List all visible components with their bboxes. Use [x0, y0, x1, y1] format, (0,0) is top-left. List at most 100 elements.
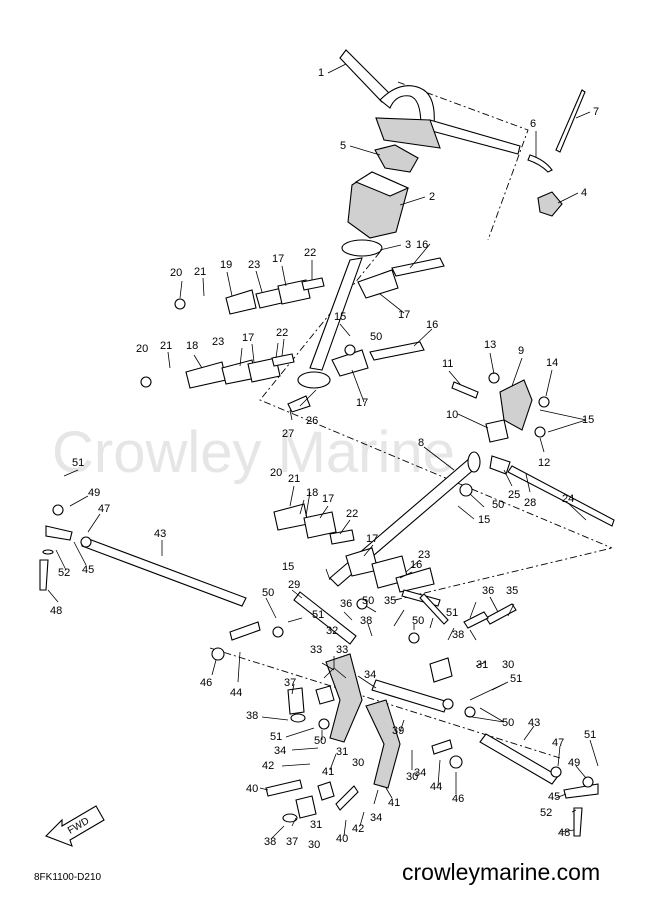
nut-20a[interactable] [174, 298, 186, 310]
bolt-35b[interactable] [485, 603, 517, 625]
nut-50d[interactable] [442, 698, 454, 710]
bolt-36a[interactable] [419, 593, 449, 625]
callout-16c: 16 [410, 559, 422, 571]
watermark: Crowley Marine [52, 420, 455, 485]
callout-34b: 34 [274, 745, 286, 757]
rod-44-right[interactable] [431, 739, 453, 755]
nut-50g[interactable] [344, 344, 356, 356]
upper-bolt-16a[interactable] [391, 257, 445, 277]
rod-43-right[interactable] [479, 733, 559, 785]
washer-38a[interactable] [290, 713, 306, 723]
lower-link-23c[interactable] [395, 567, 435, 593]
nut-50f[interactable] [318, 718, 330, 730]
arm-29[interactable] [293, 591, 357, 645]
mid-link-18[interactable] [185, 361, 227, 389]
callout-31c: 31 [310, 819, 322, 831]
rod-end-45-left[interactable] [45, 525, 73, 541]
nut-50e[interactable] [464, 706, 476, 718]
callout-9: 9 [518, 345, 524, 357]
bolt-48-right[interactable] [573, 807, 583, 837]
nut-47-right[interactable] [550, 766, 562, 778]
stud-26[interactable] [287, 395, 311, 413]
bolt-40a[interactable] [265, 779, 303, 797]
column-housing[interactable] [347, 171, 410, 239]
bolt-36b[interactable] [463, 611, 489, 629]
site-url[interactable]: crowleymarine.com [402, 859, 600, 885]
bolt-40b[interactable] [335, 785, 359, 811]
callout-20b: 20 [136, 343, 148, 355]
nut-46-left[interactable] [211, 647, 225, 661]
bushing-10[interactable] [485, 419, 509, 443]
nut-14[interactable] [538, 396, 550, 408]
callout-27: 27 [282, 428, 294, 440]
tiller-handle[interactable] [339, 49, 521, 155]
nut-50c[interactable] [408, 632, 420, 644]
washer-38b[interactable] [282, 813, 298, 823]
rod-24[interactable] [507, 465, 615, 527]
callout-45b: 45 [548, 791, 560, 803]
side-bracket[interactable] [537, 191, 563, 217]
lever-right-arm[interactable] [365, 699, 401, 789]
bushing-39[interactable] [429, 657, 453, 683]
mid-link-17d[interactable] [247, 357, 281, 383]
upper-link-19[interactable] [225, 289, 257, 315]
long-stud[interactable] [555, 89, 586, 153]
callout-50e: 50 [412, 615, 424, 627]
callout-39: 39 [392, 725, 404, 737]
washer-52-left[interactable] [42, 549, 54, 555]
cap-49-right[interactable] [582, 776, 594, 788]
bolt-11[interactable] [451, 381, 479, 399]
nut-47-left[interactable] [80, 536, 92, 548]
bolt-13[interactable] [488, 372, 500, 384]
callout-50g: 50 [314, 735, 326, 747]
rod-43-left[interactable] [81, 537, 247, 607]
handle-bracket[interactable] [374, 144, 419, 173]
mid-bolt-16b[interactable] [369, 341, 425, 361]
pin-37b[interactable] [295, 795, 317, 819]
callout-12: 12 [538, 457, 550, 469]
nut-12[interactable] [534, 426, 546, 438]
callout-22b: 22 [276, 327, 288, 339]
callout-48a: 48 [50, 605, 62, 617]
nut-50b[interactable] [272, 626, 284, 638]
callout-2: 2 [429, 191, 435, 203]
callout-17d: 17 [356, 397, 368, 409]
rod-end-45-right[interactable] [563, 783, 599, 799]
callout-51e: 51 [270, 731, 282, 743]
pin-22b[interactable] [271, 353, 295, 367]
callout-51c: 51 [446, 607, 458, 619]
bushing-33[interactable] [315, 685, 335, 705]
nut-50h[interactable] [356, 598, 368, 610]
clip-part[interactable] [527, 154, 553, 173]
lower-link-18b[interactable] [273, 503, 309, 531]
bushing-31[interactable] [317, 781, 335, 801]
callout-25: 25 [508, 489, 520, 501]
rod-44-left[interactable] [229, 621, 261, 641]
bolt-48-left[interactable] [39, 559, 49, 591]
nut-50a[interactable] [459, 483, 473, 497]
pin-22a[interactable] [301, 277, 325, 291]
callout-50c: 50 [262, 587, 274, 599]
joint-25[interactable] [489, 455, 511, 475]
upper-link-17a[interactable] [357, 269, 399, 299]
pin-37a[interactable] [287, 687, 305, 715]
callout-37a: 37 [284, 677, 296, 689]
callout-51a: 51 [72, 457, 84, 469]
bracket-9[interactable] [499, 379, 533, 431]
nut-46-right[interactable] [449, 755, 463, 769]
callout-3: 3 [405, 239, 411, 251]
nut-20b[interactable] [140, 376, 152, 388]
callout-44a: 44 [230, 687, 242, 699]
steering-shaft[interactable] [297, 239, 383, 389]
cap-49-left[interactable] [52, 504, 64, 516]
pin-22c[interactable] [329, 529, 355, 545]
callout-52a: 52 [58, 567, 70, 579]
lower-link-17f[interactable] [345, 547, 379, 577]
callout-38b: 38 [452, 629, 464, 641]
lever-left-arm[interactable] [325, 653, 363, 743]
leader-lines [47, 63, 599, 839]
callout-15d: 15 [282, 561, 294, 573]
callout-labels: 1 2 3 4 5 6 7 8 9 10 11 12 13 14 15 15 1… [50, 67, 599, 851]
callout-15a: 15 [582, 414, 594, 426]
